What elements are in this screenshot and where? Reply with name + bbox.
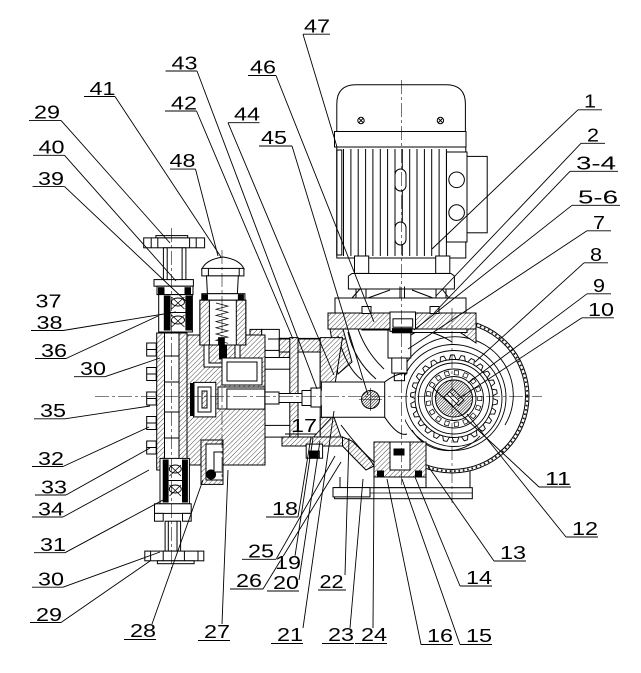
svg-text:40: 40: [39, 137, 65, 158]
svg-text:34: 34: [38, 499, 64, 520]
svg-text:32: 32: [38, 448, 64, 469]
svg-text:30: 30: [38, 569, 64, 590]
svg-text:36: 36: [41, 340, 67, 361]
svg-text:41: 41: [90, 78, 116, 99]
svg-text:20: 20: [273, 572, 299, 593]
svg-text:25: 25: [248, 541, 274, 562]
svg-text:33: 33: [41, 477, 67, 498]
svg-text:3-4: 3-4: [576, 153, 616, 174]
svg-text:7: 7: [593, 212, 605, 233]
svg-text:23: 23: [328, 624, 354, 645]
svg-text:17: 17: [291, 415, 317, 436]
svg-text:24: 24: [361, 624, 387, 645]
svg-text:30: 30: [80, 358, 106, 379]
svg-text:37: 37: [36, 291, 62, 312]
svg-text:11: 11: [545, 468, 571, 489]
svg-text:44: 44: [234, 104, 260, 125]
svg-text:8: 8: [590, 244, 602, 265]
svg-text:31: 31: [40, 534, 66, 555]
svg-text:47: 47: [304, 16, 330, 37]
svg-text:26: 26: [236, 570, 262, 591]
svg-text:45: 45: [261, 127, 287, 148]
svg-text:15: 15: [466, 625, 492, 646]
svg-text:10: 10: [588, 299, 614, 320]
svg-text:1: 1: [584, 91, 596, 112]
svg-text:18: 18: [272, 498, 298, 519]
svg-text:43: 43: [172, 53, 198, 74]
svg-text:27: 27: [204, 621, 230, 642]
svg-text:42: 42: [171, 93, 197, 114]
svg-text:2: 2: [587, 125, 599, 146]
svg-text:46: 46: [250, 57, 276, 78]
svg-text:21: 21: [277, 624, 303, 645]
svg-text:39: 39: [38, 168, 64, 189]
svg-text:35: 35: [40, 400, 66, 421]
svg-text:16: 16: [427, 625, 453, 646]
svg-text:28: 28: [130, 620, 156, 641]
svg-text:13: 13: [500, 542, 526, 563]
svg-text:29: 29: [36, 604, 62, 625]
svg-text:14: 14: [466, 567, 492, 588]
svg-text:38: 38: [37, 312, 63, 333]
svg-text:9: 9: [593, 275, 605, 296]
svg-text:22: 22: [320, 571, 344, 592]
svg-text:48: 48: [170, 150, 196, 171]
svg-text:5-6: 5-6: [578, 187, 618, 208]
svg-text:12: 12: [572, 518, 598, 539]
svg-text:29: 29: [34, 102, 60, 123]
svg-text:19: 19: [275, 552, 301, 573]
